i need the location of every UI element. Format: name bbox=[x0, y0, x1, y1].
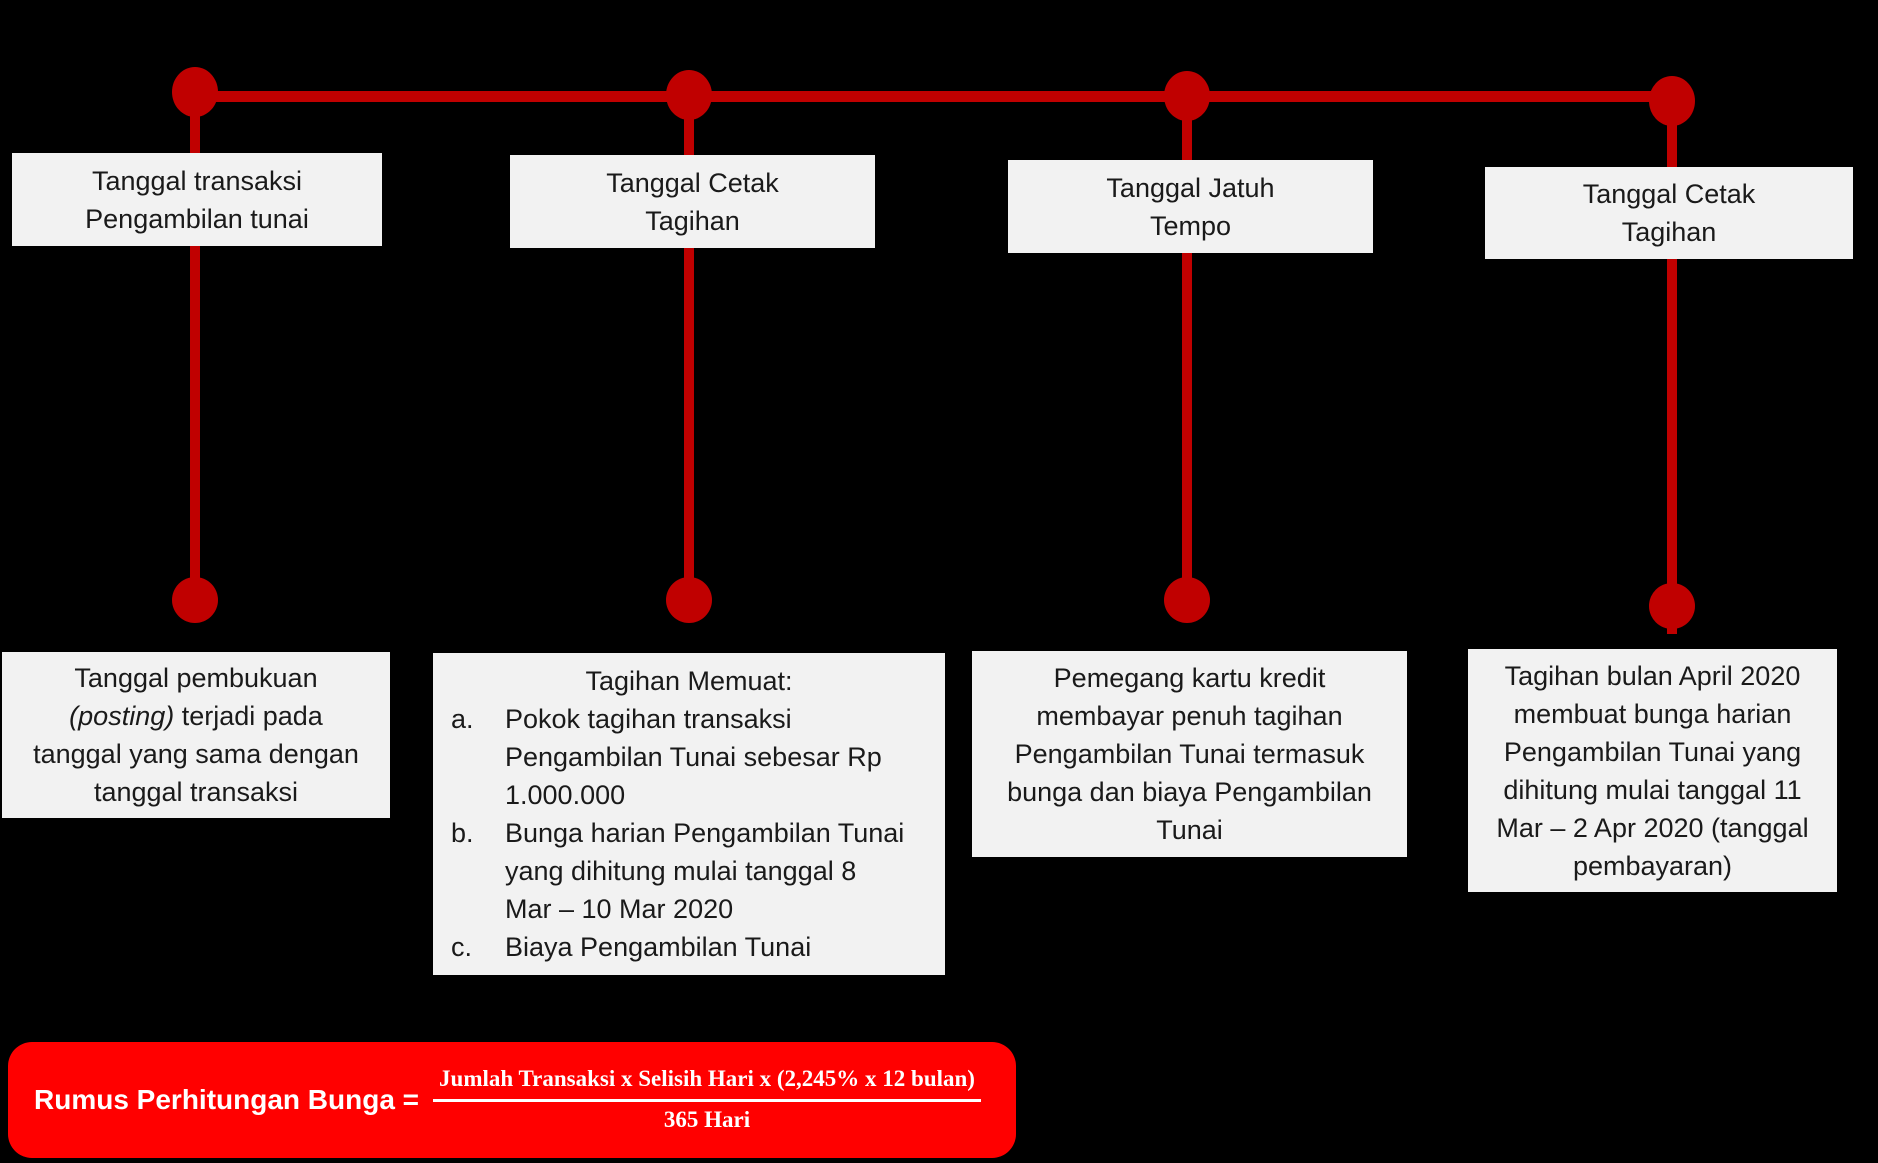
formula-denominator: 365 Hari bbox=[663, 1107, 751, 1132]
connector-line-1 bbox=[190, 96, 200, 600]
timeline-node-dot-4 bbox=[1649, 76, 1695, 126]
note1-line1: Tanggal pembukuan bbox=[74, 663, 318, 693]
connector-line-2 bbox=[684, 96, 694, 600]
formula-fraction: Jumlah Transaksi x Selisih Hari x (2,245… bbox=[433, 1065, 981, 1135]
event-end-dot-2 bbox=[666, 577, 712, 623]
list-marker-c: c. bbox=[451, 932, 473, 962]
note1-line2: (posting) terjadi pada bbox=[69, 701, 323, 731]
invoice-contents-heading: Tagihan Memuat: bbox=[585, 666, 793, 696]
event-end-dot-1 bbox=[172, 577, 218, 623]
note1-line3: tanggal yang sama dengan bbox=[33, 739, 359, 769]
timeline-node-dot-3 bbox=[1164, 71, 1210, 121]
bottom-note-box-2: Tagihan Memuat: a. Pokok tagihan transak… bbox=[433, 653, 945, 975]
formula-numerator: Jumlah Transaksi x Selisih Hari x (2,245… bbox=[433, 1065, 981, 1102]
timeline-node-dot-2 bbox=[666, 70, 712, 120]
bottom-note-box-1: Tanggal pembukuan (posting) terjadi pada… bbox=[2, 652, 390, 818]
note1-line4: tanggal transaksi bbox=[93, 777, 299, 807]
list-marker-a: a. bbox=[451, 704, 474, 734]
timeline-node-dot-1 bbox=[172, 67, 218, 117]
event-end-dot-4 bbox=[1649, 583, 1695, 629]
event-end-dot-3 bbox=[1164, 577, 1210, 623]
formula-box: Rumus Perhitungan Bunga = Jumlah Transak… bbox=[8, 1042, 1016, 1158]
list-item-c: c. Biaya Pengambilan Tunai bbox=[433, 928, 945, 966]
bottom-note-text-1: Tanggal pembukuan (posting) terjadi pada… bbox=[2, 659, 390, 811]
posting-italic-word: (posting) bbox=[69, 701, 175, 731]
formula-label: Rumus Perhitungan Bunga = bbox=[34, 1084, 420, 1115]
list-marker-b: b. bbox=[451, 818, 474, 848]
connector-line-4 bbox=[1667, 96, 1677, 634]
connector-line-3 bbox=[1182, 96, 1192, 600]
timeline-axis-line bbox=[195, 91, 1672, 102]
list-text-c: Biaya Pengambilan Tunai bbox=[505, 932, 812, 962]
